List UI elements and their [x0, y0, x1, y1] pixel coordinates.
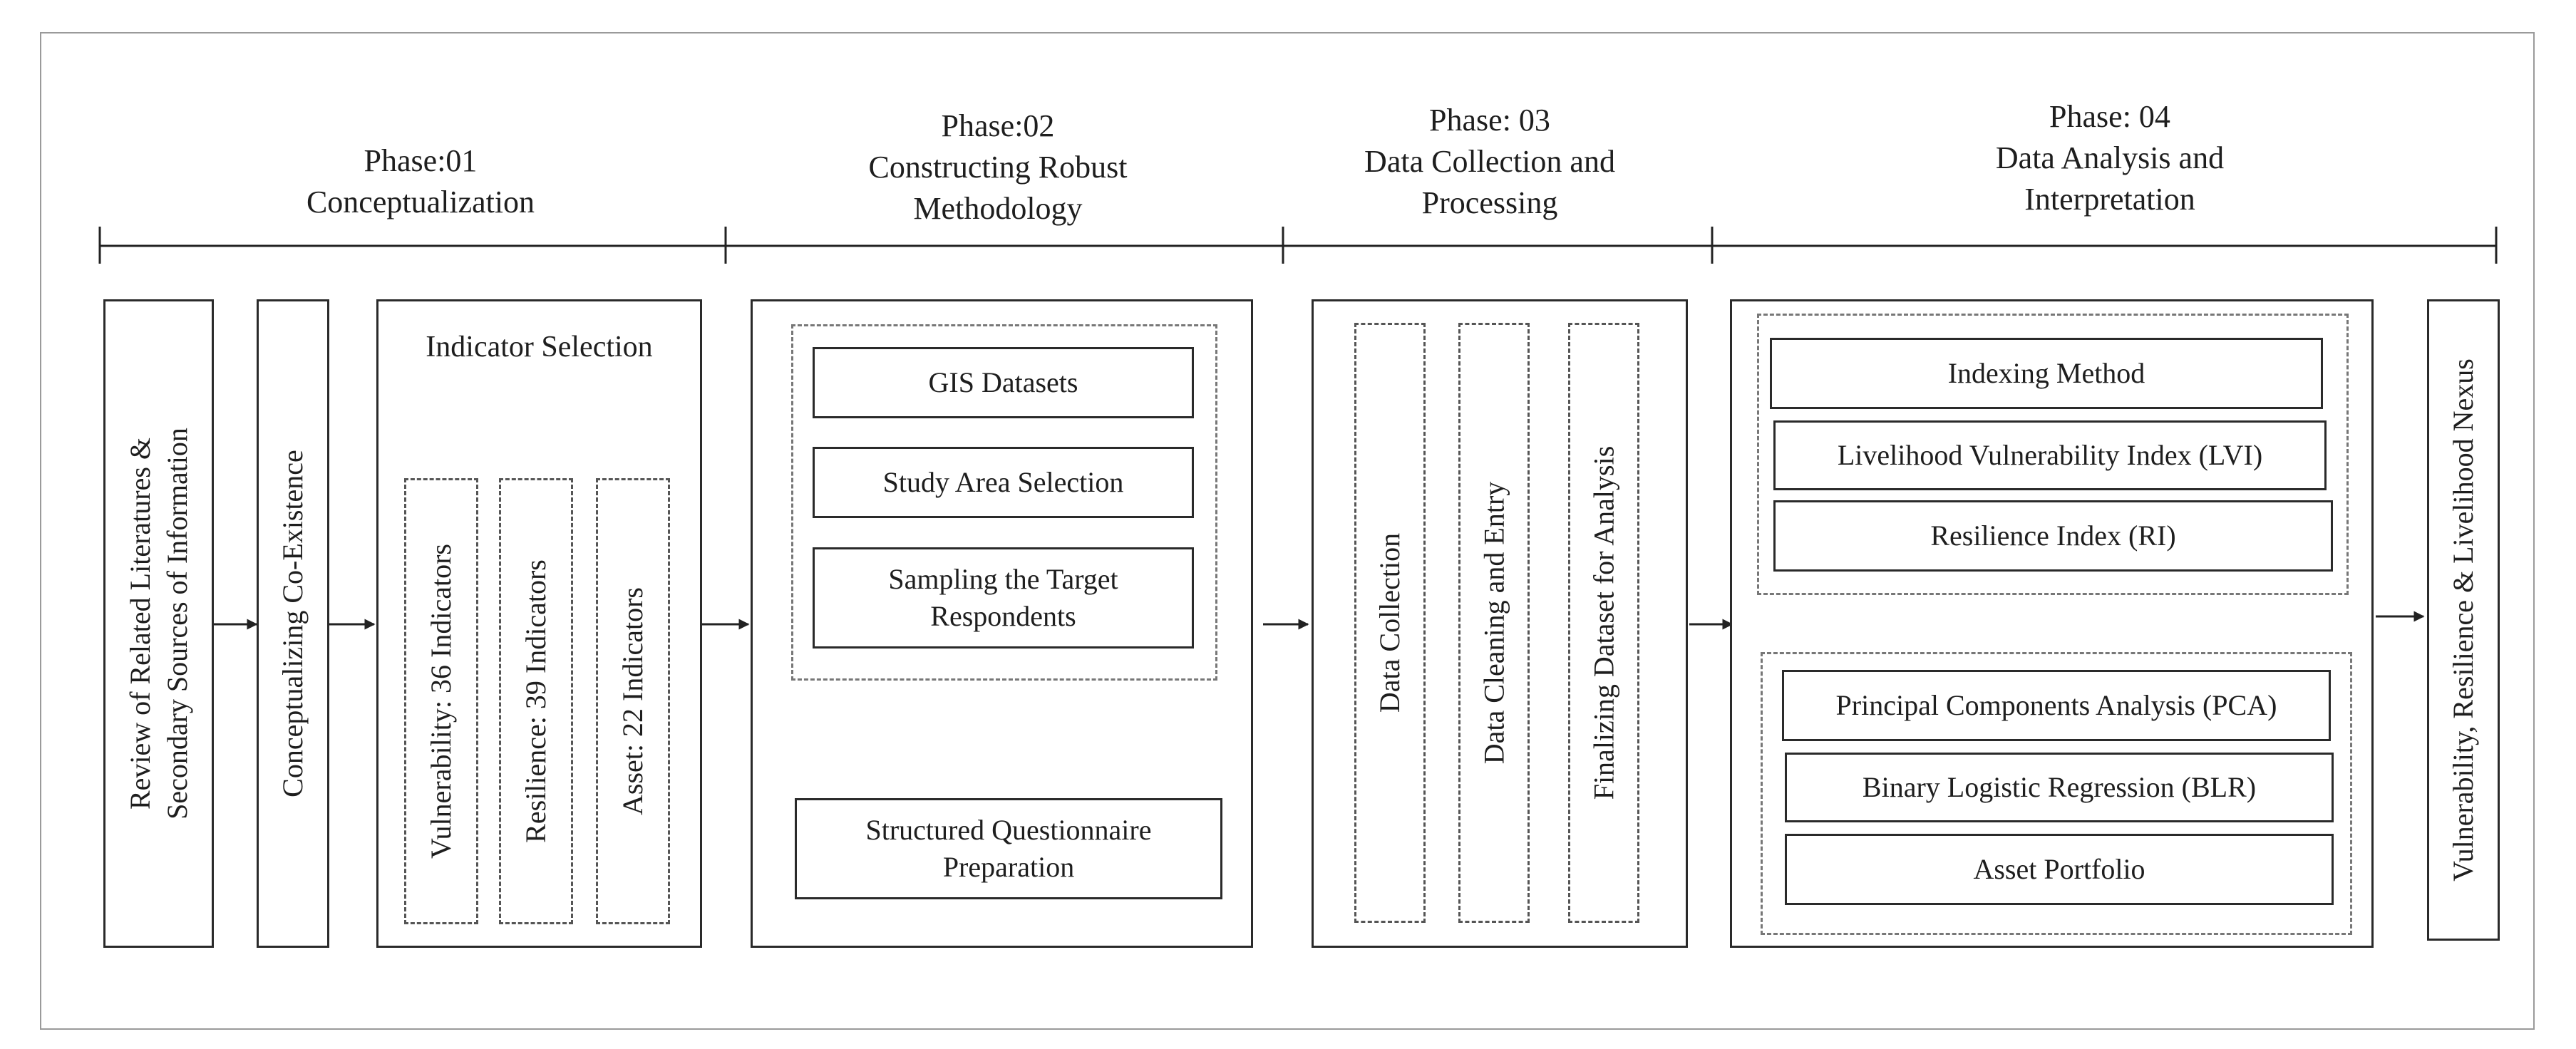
phase3-header: Phase: 03 Data Collection and Processing	[1290, 100, 1689, 224]
coexistence-box: Conceptualizing Co-Existence	[257, 299, 329, 948]
diagram-frame	[40, 32, 2535, 1030]
sampling-line2: Respondents	[930, 600, 1076, 632]
step-finalizing-dataset: Finalizing Dataset for Analysis	[1568, 323, 1639, 923]
phase4-label: Phase: 04	[2049, 99, 2170, 134]
phase3-label: Phase: 03	[1429, 103, 1550, 138]
blr-box: Binary Logistic Regression (BLR)	[1785, 753, 2334, 822]
indicator-asset: Asset: 22 Indicators	[596, 478, 670, 924]
review-line2: Secondary Sources of Information	[160, 428, 193, 820]
questionnaire-box: Structured Questionnaire Preparation	[795, 798, 1222, 899]
phase4-title-line2: Interpretation	[2024, 182, 2195, 217]
step-data-cleaning: Data Cleaning and Entry	[1458, 323, 1530, 923]
nexus-output-label: Vulnerability, Resilience & Livelihood N…	[2447, 358, 2480, 882]
phase4-title-line1: Data Analysis and	[1995, 140, 2225, 176]
indexing-method-box: Indexing Method	[1770, 338, 2323, 409]
indicator-vulnerability: Vulnerability: 36 Indicators	[404, 478, 478, 924]
analysis-group	[1761, 652, 2352, 935]
phase1-title: Conceptualization	[306, 185, 535, 220]
lvi-box: Livelihood Vulnerability Index (LVI)	[1773, 420, 2327, 490]
study-area-box: Study Area Selection	[813, 447, 1194, 518]
indicator-selection-box: Indicator Selection Vulnerability: 36 In…	[376, 299, 702, 948]
phase2-title-line1: Constructing Robust	[868, 150, 1128, 185]
phase1-header: Phase:01 Conceptualization	[242, 140, 599, 223]
phase2-label: Phase:02	[941, 108, 1055, 143]
phase4-header: Phase: 04 Data Analysis and Interpretati…	[1910, 96, 2309, 220]
coexistence-label: Conceptualizing Co-Existence	[277, 450, 309, 797]
methods-group	[791, 324, 1217, 681]
asset-portfolio-box: Asset Portfolio	[1785, 834, 2334, 905]
step-data-collection: Data Collection	[1354, 323, 1426, 923]
sampling-line1: Sampling the Target	[888, 563, 1118, 595]
gis-datasets-box: GIS Datasets	[813, 347, 1194, 418]
ri-box: Resilience Index (RI)	[1773, 500, 2333, 572]
sampling-box: Sampling the Target Respondents	[813, 547, 1194, 648]
pca-box: Principal Components Analysis (PCA)	[1782, 670, 2331, 741]
phase2-title-line2: Methodology	[913, 191, 1083, 227]
phase3-title-line1: Data Collection and	[1364, 144, 1615, 180]
phase1-label: Phase:01	[364, 143, 478, 178]
questionnaire-line1: Structured Questionnaire	[865, 814, 1152, 846]
indicator-resilience: Resilience: 39 Indicators	[499, 478, 573, 924]
data-collection-box: Data Collection Data Cleaning and Entry …	[1312, 299, 1688, 948]
questionnaire-line2: Preparation	[942, 851, 1075, 883]
review-literature-box: Review of Related Literatures & Secondar…	[103, 299, 214, 948]
review-line1: Review of Related Literatures &	[123, 437, 156, 810]
phase2-header: Phase:02 Constructing Robust Methodology	[805, 105, 1190, 229]
nexus-output-box: Vulnerability, Resilience & Livelihood N…	[2427, 299, 2500, 941]
phase3-title-line2: Processing	[1421, 185, 1558, 221]
indicator-selection-title: Indicator Selection	[426, 331, 653, 363]
index-group	[1757, 314, 2349, 595]
